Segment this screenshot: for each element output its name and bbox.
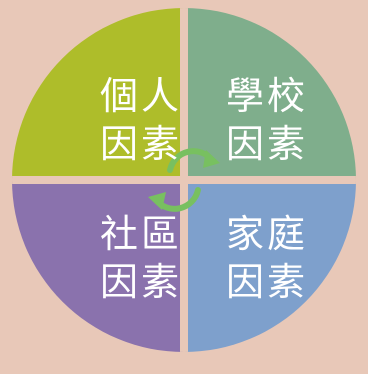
horizontal-divider xyxy=(12,176,356,184)
label-family-line2: 因素 xyxy=(225,260,308,304)
label-family-factors: 家庭 因素 xyxy=(212,210,322,306)
label-school-line2: 因素 xyxy=(225,122,308,166)
label-personal-factors: 個人 因素 xyxy=(86,72,196,168)
label-family-line1: 家庭 xyxy=(225,212,308,256)
label-community-line2: 因素 xyxy=(99,260,182,304)
label-community-factors: 社區 因素 xyxy=(86,210,196,306)
label-personal-line2: 因素 xyxy=(99,122,182,166)
label-school-factors: 學校 因素 xyxy=(212,72,322,168)
label-school-line1: 學校 xyxy=(225,74,308,118)
vertical-divider xyxy=(180,8,188,352)
cycle-arrowheads xyxy=(148,150,220,210)
label-personal-line1: 個人 xyxy=(99,74,182,118)
label-community-line1: 社區 xyxy=(99,212,182,256)
